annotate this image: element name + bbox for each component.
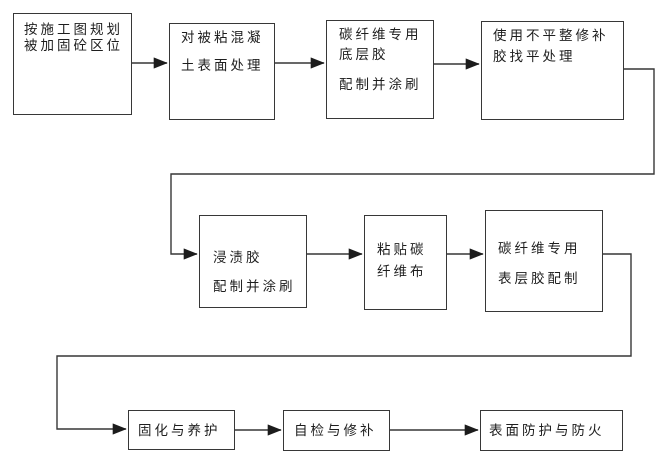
connector-topcoat-to-curing bbox=[56, 253, 632, 435]
flow-box-label: 表层胶配制 bbox=[498, 271, 581, 286]
flow-box-label: 表面防护与防火 bbox=[489, 423, 605, 438]
flow-box-surface-treatment: 对被粘混凝 土表面处理 bbox=[169, 23, 275, 120]
flow-box-label: 对被粘混凝 bbox=[181, 30, 264, 45]
flow-box-paste-carbon-fiber: 粘贴碳 纤维布 bbox=[364, 215, 447, 310]
flow-box-label: 浸渍胶 bbox=[213, 250, 263, 265]
flow-box-leveling-repair: 使用不平整修补 胶找平处理 bbox=[481, 21, 624, 120]
flow-box-label: 粘贴碳 bbox=[377, 242, 427, 257]
flow-box-label: 底层胶 bbox=[339, 47, 389, 62]
flow-box-label: 配制并涂刷 bbox=[339, 77, 422, 92]
flow-box-surface-fire-protection: 表面防护与防火 bbox=[480, 410, 623, 451]
flow-box-impregnating-adhesive: 浸渍胶 配制并涂刷 bbox=[199, 215, 307, 308]
flow-box-self-check-repair: 自检与修补 bbox=[283, 410, 390, 451]
flow-box-label: 胶找平处理 bbox=[493, 49, 576, 64]
flow-box-label: 碳纤维专用 bbox=[498, 241, 581, 256]
flow-box-label: 自检与修补 bbox=[294, 423, 377, 438]
flow-box-label: 纤维布 bbox=[377, 264, 427, 279]
flow-box-primer-adhesive: 碳纤维专用 底层胶 配制并涂刷 bbox=[326, 20, 434, 119]
connector-leveling-to-impregnating bbox=[170, 68, 655, 260]
flow-box-label: 碳纤维专用 bbox=[339, 27, 422, 42]
flow-box-label: 土表面处理 bbox=[181, 58, 264, 73]
flow-box-label: 使用不平整修补 bbox=[493, 28, 609, 43]
flow-box-label: 固化与养护 bbox=[138, 423, 221, 438]
flow-box-label: 被加固砼区位 bbox=[24, 38, 123, 53]
flow-box-label: 按施工图规划 bbox=[24, 22, 123, 37]
flow-box-label: 配制并涂刷 bbox=[213, 279, 296, 294]
flow-box-plan-region: 按施工图规划 被加固砼区位 bbox=[13, 13, 132, 115]
flow-box-curing-maintenance: 固化与养护 bbox=[128, 410, 235, 450]
flow-box-top-coat-adhesive: 碳纤维专用 表层胶配制 bbox=[485, 210, 603, 312]
